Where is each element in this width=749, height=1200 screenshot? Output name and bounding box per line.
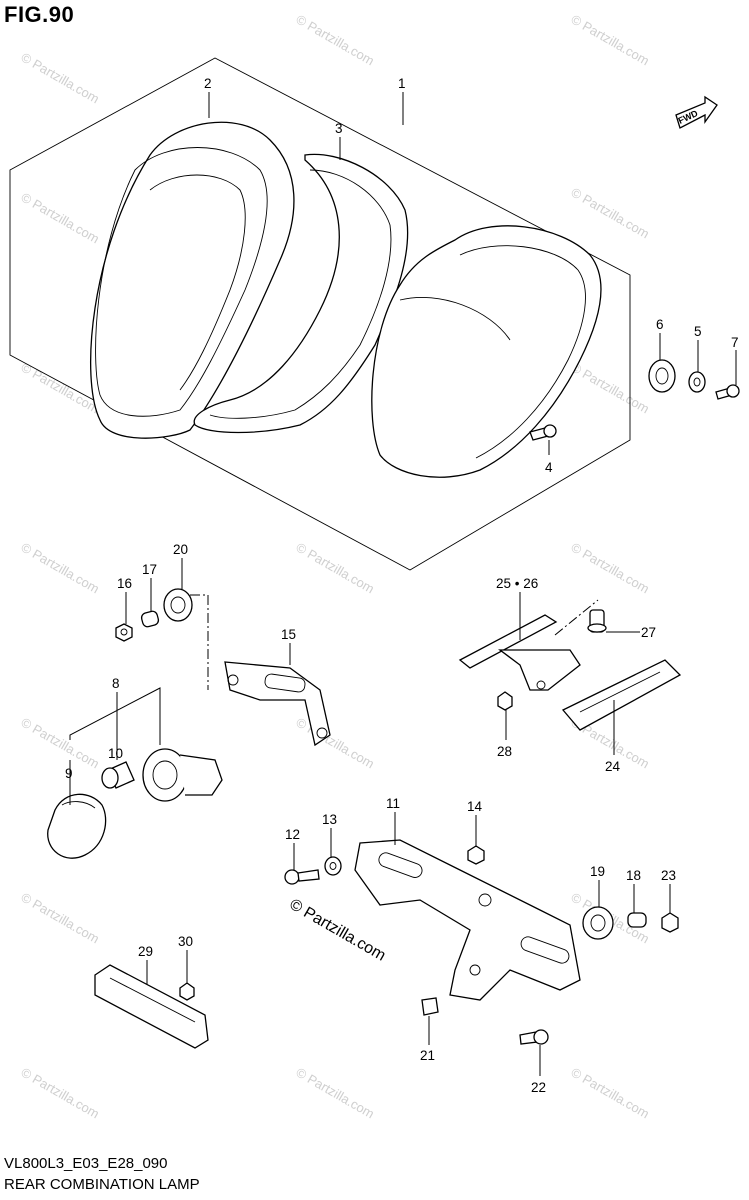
watermark: © Partzilla.com	[294, 12, 377, 69]
figure-title: FIG.90	[4, 2, 75, 27]
callout-25-26: 25 • 26	[496, 576, 538, 591]
dashdot-line	[554, 599, 599, 636]
license-bracket-11-part	[354, 839, 581, 1001]
callout-9: 9	[65, 766, 73, 781]
callout-21: 21	[420, 1048, 435, 1063]
callout-13: 13	[322, 812, 337, 827]
watermark: © Partzilla.com	[19, 715, 102, 772]
callout-18: 18	[626, 868, 641, 883]
callout-12: 12	[285, 827, 300, 842]
callout-10: 10	[108, 746, 123, 761]
watermark: © Partzilla.com	[19, 890, 102, 947]
callout-16: 16	[117, 576, 132, 591]
figure-name: REAR COMBINATION LAMP	[4, 1176, 200, 1193]
watermark: © Partzilla.com	[294, 540, 377, 597]
callout-15: 15	[281, 627, 296, 642]
watermark: © Partzilla.com	[569, 185, 652, 242]
lamp-housing-part	[371, 225, 602, 478]
watermark: © Partzilla.com	[19, 50, 102, 107]
nut-21-part	[421, 997, 439, 1016]
watermark: © Partzilla.com	[569, 540, 652, 597]
socket-8-part	[142, 748, 223, 802]
callout-4: 4	[545, 460, 553, 475]
callout-28: 28	[497, 744, 512, 759]
callout-5: 5	[694, 324, 702, 339]
callout-17: 17	[142, 562, 157, 577]
watermark: © Partzilla.com	[19, 1065, 102, 1122]
callout-23: 23	[661, 868, 676, 883]
bolt-22-part	[519, 1029, 549, 1045]
callout-24: 24	[605, 759, 621, 774]
leader-bracket-8	[69, 687, 161, 745]
callout-20: 20	[173, 542, 188, 557]
nut-14-part	[467, 845, 485, 865]
watermark: © Partzilla.com	[569, 360, 652, 417]
washer-5-part	[688, 371, 706, 393]
bracket-15-part	[224, 661, 331, 747]
screw-4-part	[529, 424, 557, 441]
collar-17-part	[140, 610, 160, 628]
callout-22: 22	[531, 1080, 546, 1095]
callout-7: 7	[731, 335, 739, 350]
callout-19: 19	[590, 864, 605, 879]
lamp-lens-part	[89, 121, 295, 439]
bolt-12-part	[284, 869, 320, 885]
reflector-24-part	[561, 659, 682, 731]
watermark: © Partzilla.com	[19, 540, 102, 597]
fwd-arrow-icon: FWD	[675, 95, 718, 129]
leader-lines	[69, 92, 737, 1076]
watermark: © Partzilla.com	[294, 1065, 377, 1122]
bushing-19-part	[582, 906, 614, 940]
screw-7-part	[715, 384, 740, 400]
nut-23-part	[661, 912, 679, 933]
gasket-part	[193, 153, 409, 434]
nut-16-part	[115, 623, 133, 642]
grommet-6-part	[648, 359, 676, 393]
callout-14: 14	[467, 799, 483, 814]
callout-27: 27	[641, 625, 656, 640]
watermark: © Partzilla.com	[569, 12, 652, 69]
reflector-29-part	[94, 964, 209, 1049]
bulb-10-part	[101, 761, 135, 789]
nut-30-part	[179, 982, 195, 1001]
screw-27-part	[587, 609, 607, 633]
figure-code: VL800L3_E03_E28_090	[4, 1155, 168, 1172]
dashdot-line	[190, 594, 209, 690]
callout-29: 29	[138, 944, 153, 959]
watermark: © Partzilla.com	[19, 360, 102, 417]
assembly-box-outline	[9, 57, 631, 571]
turn-lens-9-part	[47, 793, 107, 859]
callout-30: 30	[178, 934, 193, 949]
callout-1: 1	[398, 76, 406, 91]
bushing-20-part	[163, 588, 193, 622]
reflector-bracket-25-part	[458, 614, 581, 691]
watermark: © Partzilla.com	[569, 1065, 652, 1122]
callout-6: 6	[656, 317, 664, 332]
watermark: © Partzilla.com	[294, 715, 377, 772]
nut-28-part	[497, 691, 513, 711]
callout-3: 3	[335, 121, 343, 136]
collar-18-part	[627, 912, 647, 928]
callout-11: 11	[386, 796, 400, 811]
callout-2: 2	[204, 76, 212, 91]
watermark: © Partzilla.com	[19, 190, 102, 247]
callout-labels: 1 2 3 4 5 6 7 8 9 10 11 12 13 14 15 16 1…	[65, 76, 739, 1095]
washer-13-part	[324, 856, 342, 876]
callout-8: 8	[112, 676, 120, 691]
